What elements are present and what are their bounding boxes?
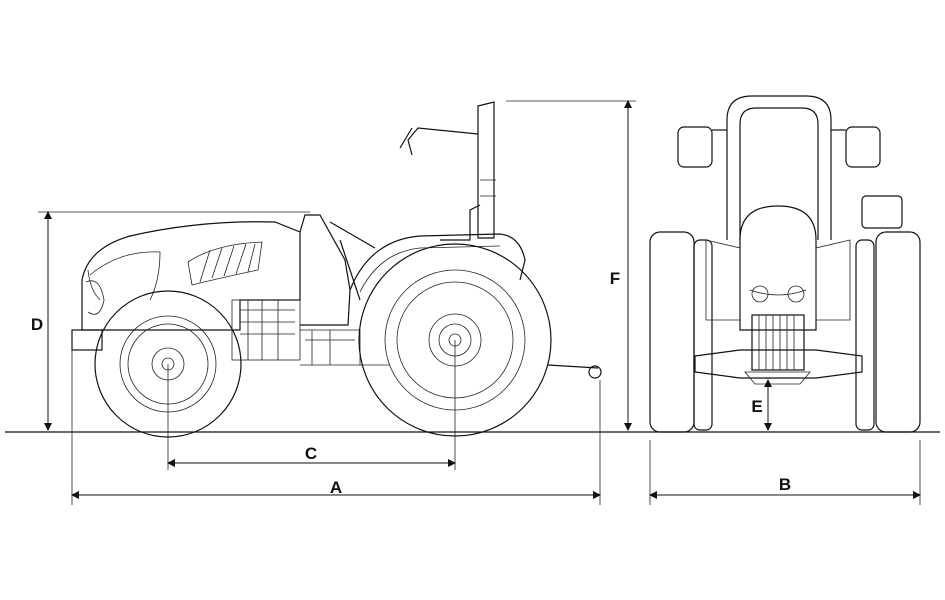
dimension-d-label: D [31, 315, 43, 334]
dimension-c-label: C [305, 444, 317, 463]
dimension-a-label: A [330, 478, 342, 497]
dimension-lines [38, 100, 921, 505]
tractor-side-view [71, 101, 602, 438]
dimension-f-label: F [610, 269, 620, 288]
dimension-e-label: E [751, 397, 762, 416]
tractor-front-view [649, 95, 921, 433]
dimension-b-label: B [779, 475, 791, 494]
